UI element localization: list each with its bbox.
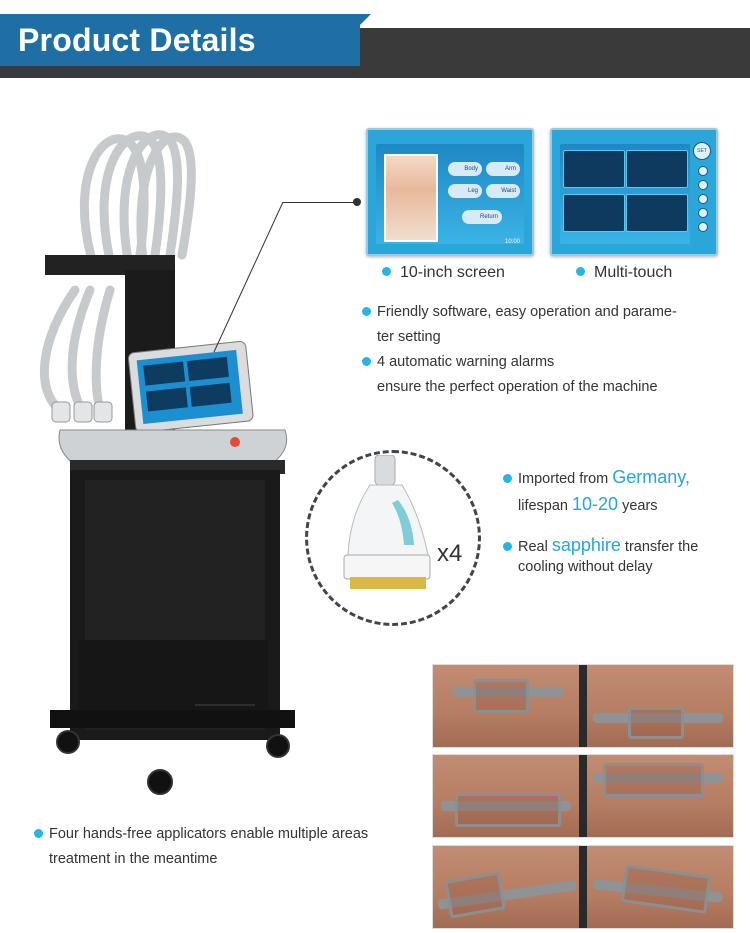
lifespan-suffix: years <box>618 498 658 514</box>
waist-button: Waist <box>486 184 520 198</box>
side-button <box>698 208 708 218</box>
bullet-icon <box>34 828 43 838</box>
bullet-icon <box>576 267 585 277</box>
arm-button: Arm <box>486 162 520 176</box>
bullet-icon <box>503 541 512 551</box>
applicators-line1: Four hands-free applicators enable multi… <box>49 826 369 842</box>
return-button: Return <box>462 210 502 224</box>
treatment-photo-row <box>432 845 734 929</box>
feature-software-line2: ter setting <box>377 329 441 345</box>
strap <box>441 801 571 811</box>
lifespan-value: 10-20 <box>572 494 619 514</box>
feature-alarms-line2: ensure the perfect operation of the mach… <box>377 379 658 395</box>
screen-grid-panel <box>560 144 690 244</box>
applicator-frame <box>473 679 529 713</box>
feature-alarms: 4 automatic warning alarms ensure the pe… <box>362 350 658 400</box>
bullet-icon <box>382 267 391 277</box>
caption-screen: 10-inch screen <box>382 264 505 282</box>
page-title: Product Details <box>18 22 256 58</box>
cooling-material: sapphire <box>551 535 621 555</box>
body-button: Body <box>448 162 482 176</box>
feature-software: Friendly software, easy operation and pa… <box>362 300 677 350</box>
side-button <box>698 180 708 190</box>
side-button <box>698 222 708 232</box>
bullet-icon <box>362 356 371 366</box>
feature-alarms-line1: 4 automatic warning alarms <box>377 354 555 370</box>
bullet-icon <box>503 473 512 483</box>
applicator-frame <box>628 707 684 739</box>
treatment-photo-row <box>432 754 734 838</box>
grid-cell <box>626 150 688 188</box>
cooling-suffix: transfer the <box>620 539 699 555</box>
caster-wheels <box>56 730 290 795</box>
handpiece-count: x4 <box>437 540 463 567</box>
feature-applicators: Four hands-free applicators enable multi… <box>34 822 368 872</box>
caption-screen-text: 10-inch screen <box>400 264 505 281</box>
lifespan-prefix: lifespan <box>518 498 573 514</box>
import-prefix: Imported from <box>518 471 613 487</box>
strap <box>593 713 723 723</box>
screen-image-control-grid: SET <box>550 128 718 256</box>
feature-import: Imported from Germany, lifespan 10-20 ye… <box>503 465 690 519</box>
caption-touch-text: Multi-touch <box>594 264 673 281</box>
caption-touch: Multi-touch <box>576 264 672 282</box>
bullet-icon <box>362 306 371 316</box>
grid-cell <box>626 194 688 232</box>
feature-software-line1: Friendly software, easy operation and pa… <box>377 304 677 320</box>
screen-panel: Body Arm Leg Waist Return 10:00 <box>376 144 524 245</box>
set-button: SET <box>693 142 711 160</box>
grid-cell <box>563 194 625 232</box>
applicator-heads <box>51 401 113 423</box>
treatment-photo <box>433 665 579 747</box>
screen-image-body-select: Body Arm Leg Waist Return 10:00 <box>366 128 534 256</box>
header-title-tab <box>0 14 360 66</box>
strap <box>593 773 723 783</box>
feature-sapphire: Real sapphire transfer the cooling witho… <box>503 535 698 577</box>
side-button <box>698 194 708 204</box>
clock-text: 10:00 <box>504 239 520 245</box>
applicator-frame <box>455 793 561 827</box>
strap <box>453 687 563 697</box>
machine-screen <box>127 341 254 433</box>
handpiece-illustration <box>343 455 431 589</box>
treatment-photo-row <box>432 664 734 748</box>
handpiece-circle <box>305 450 481 626</box>
model-photo <box>384 154 438 242</box>
grid-cell <box>563 150 625 188</box>
machine-illustration <box>39 130 295 795</box>
connector-line <box>283 202 357 203</box>
header-title-tab-tip <box>355 14 371 30</box>
leg-button: Leg <box>448 184 482 198</box>
treatment-photo <box>587 665 733 747</box>
applicators-line2: treatment in the meantime <box>49 851 218 867</box>
cooling-line2: cooling without delay <box>518 559 653 575</box>
applicator-frame <box>603 763 704 797</box>
cooling-prefix: Real <box>518 539 552 555</box>
import-country: Germany, <box>612 467 690 487</box>
side-button <box>698 166 708 176</box>
